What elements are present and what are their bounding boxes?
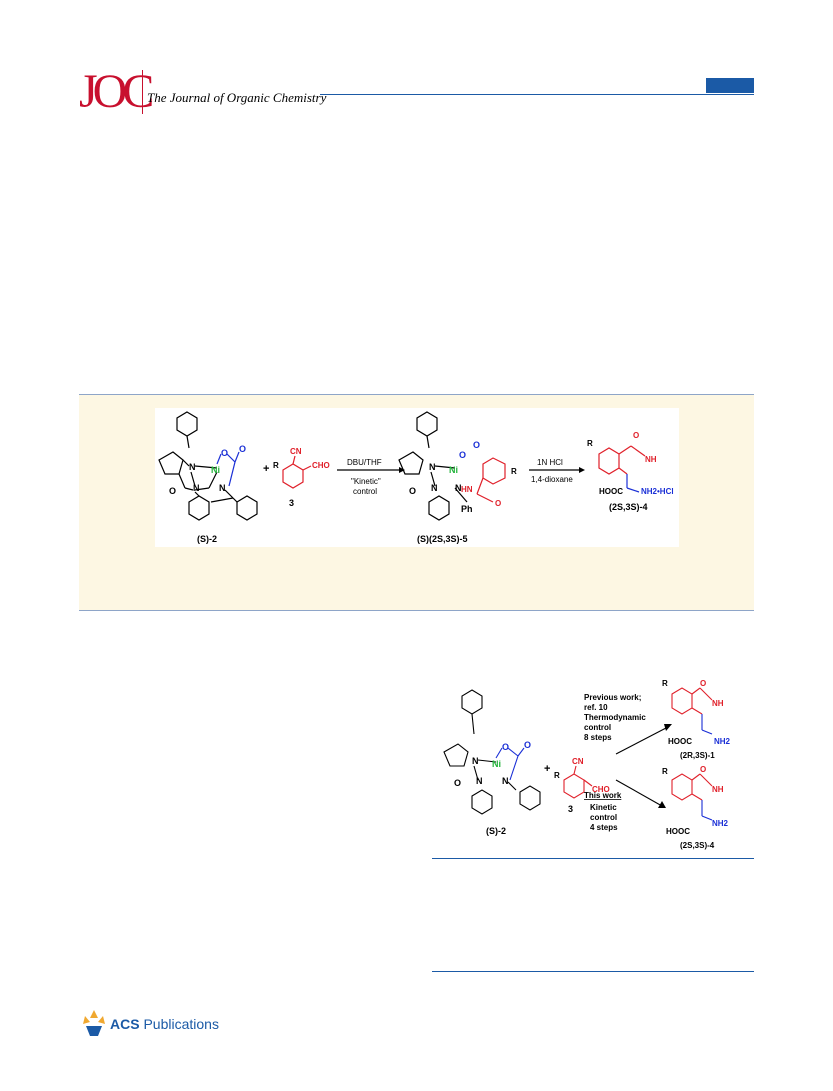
scheme1-int-o4: O	[495, 499, 501, 508]
scheme1-int-o2: O	[473, 440, 480, 450]
scheme1-intermediate: (S)(2S,3S)-5	[417, 534, 468, 544]
scheme1-step1-bot1: "Kinetic"	[351, 477, 381, 486]
scheme1-prod-nh: NH	[645, 455, 657, 464]
scheme2-r1: R	[554, 771, 560, 780]
scheme2-reagent-left: (S)-2	[486, 826, 506, 836]
scheme2-plus: +	[544, 763, 550, 775]
reaction-scheme-1: N Ni O O O N N (S)-2 + CN CHO R 3 DBU/TH…	[158, 411, 674, 544]
scheme2-cn: CN	[572, 757, 584, 766]
scheme1-int-n2: N	[431, 483, 438, 493]
scheme2-top-nh2: NH2	[714, 737, 731, 746]
scheme2-num3: 3	[568, 804, 573, 814]
scheme1-step2-top: 1N HCl	[537, 458, 563, 467]
scheme2-o1: O	[502, 742, 509, 752]
toc-graphic: N Ni O O O N N (S)-2 + CN CHO R 3 Previo…	[440, 676, 754, 852]
scheme2-this-1: This work	[584, 791, 622, 800]
scheme1-int-n3: N	[455, 483, 462, 493]
scheme1-step1-bot2: control	[353, 487, 377, 496]
scheme2-top-r: R	[662, 679, 668, 688]
header-rule	[320, 94, 754, 95]
scheme1-reagent-left: (S)-2	[197, 534, 217, 544]
acs-publications-wordmark: ACS Publications	[110, 1016, 219, 1032]
scheme1-prod-r: R	[587, 439, 593, 448]
scheme2-product-top: (2R,3S)-1	[680, 751, 715, 760]
journal-name: The Journal of Organic Chemistry	[147, 90, 327, 105]
reaction-scheme-2: N Ni O O O N N (S)-2 + CN CHO R 3 Previo…	[443, 679, 731, 850]
scheme1-int-o1: O	[459, 450, 466, 460]
scheme1-plus: +	[263, 463, 269, 475]
scheme1-step1-top: DBU/THF	[347, 458, 382, 467]
scheme1-n3: N	[219, 483, 226, 493]
scheme2-prev-5: 8 steps	[584, 733, 612, 742]
logo-divider	[142, 70, 143, 114]
acs-logo-icon	[83, 1010, 105, 1036]
scheme1-int-n1: N	[429, 462, 436, 472]
scheme1-int-ni: Ni	[449, 465, 458, 475]
scheme2-this-3: control	[590, 813, 617, 822]
toc-bottom-rule	[432, 971, 754, 972]
scheme1-int-o3: O	[409, 486, 416, 496]
scheme1-num3: 3	[289, 498, 294, 508]
scheme1-o2: O	[239, 444, 246, 454]
scheme1-step2-bot: 1,4-dioxane	[531, 475, 573, 484]
scheme2-bot-o: O	[700, 765, 706, 774]
scheme1-ni: Ni	[211, 465, 220, 475]
scheme2-bot-nh: NH	[712, 785, 724, 794]
scheme1-prod-nh2: NH2•HCl	[641, 487, 674, 496]
scheme2-prev-3: Thermodynamic	[584, 713, 646, 722]
scheme2-prev-4: control	[584, 723, 611, 732]
scheme1-int-r: R	[511, 467, 517, 476]
toc-top-rule	[432, 858, 754, 859]
scheme1-n1: N	[189, 462, 196, 472]
scheme1-int-hn: HN	[461, 485, 473, 494]
scheme2-n1: N	[472, 756, 479, 766]
scheme2-this-2: Kinetic	[590, 803, 617, 812]
scheme2-o3: O	[454, 778, 461, 788]
header-tab	[706, 78, 754, 93]
scheme2-bot-r: R	[662, 767, 668, 776]
acs-wordmark-publications: Publications	[143, 1016, 219, 1032]
scheme1-cho: CHO	[312, 461, 330, 470]
scheme1-int-ph: Ph	[461, 504, 473, 514]
scheme2-cho: CHO	[592, 785, 610, 794]
scheme1-n2: N	[193, 483, 200, 493]
scheme2-ni: Ni	[492, 759, 501, 769]
scheme1-r1: R	[273, 461, 279, 470]
scheme2-bot-hooc: HOOC	[666, 827, 690, 836]
scheme1-cn: CN	[290, 447, 302, 456]
scheme2-n2: N	[476, 776, 483, 786]
scheme2-prev-2: ref. 10	[584, 703, 608, 712]
scheme1-product: (2S,3S)-4	[609, 502, 648, 512]
scheme-panel: N Ni O O O N N (S)-2 + CN CHO R 3 DBU/TH…	[155, 408, 679, 547]
scheme2-this-4: 4 steps	[590, 823, 618, 832]
scheme2-n3: N	[502, 776, 509, 786]
scheme2-top-nh: NH	[712, 699, 724, 708]
journal-logo: JOC	[79, 65, 154, 118]
scheme2-top-hooc: HOOC	[668, 737, 692, 746]
scheme1-prod-o: O	[633, 431, 639, 440]
acs-wordmark-acs: ACS	[110, 1016, 140, 1032]
scheme2-bot-nh2: NH2	[712, 819, 729, 828]
scheme1-o3: O	[169, 486, 176, 496]
scheme1-prod-hooc: HOOC	[599, 487, 623, 496]
scheme2-product-bot: (2S,3S)-4	[680, 841, 715, 850]
scheme2-o2: O	[524, 740, 531, 750]
scheme1-o1: O	[221, 448, 228, 458]
scheme2-top-o: O	[700, 679, 706, 688]
scheme2-prev-1: Previous work;	[584, 693, 641, 702]
